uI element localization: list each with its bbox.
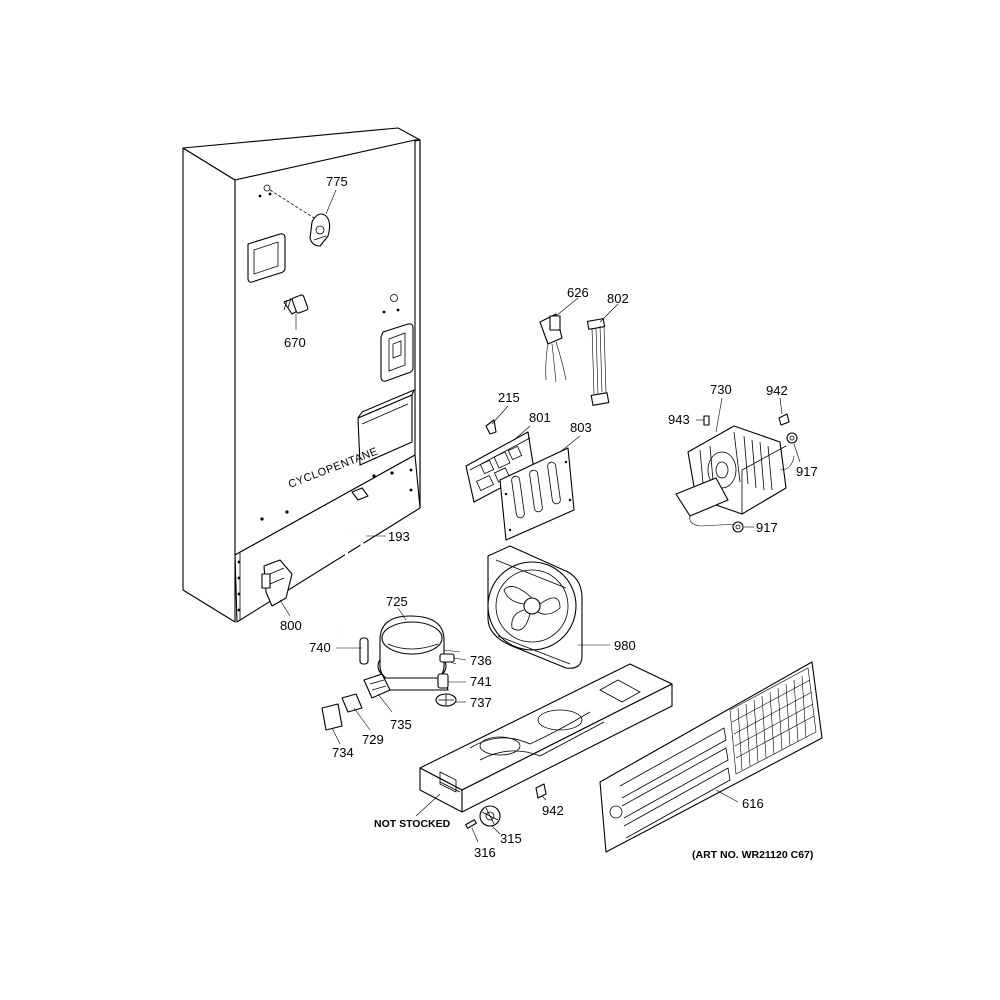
cabinet-back-panel: CYCLOPENTANE [182, 127, 421, 623]
note-art-number: (ART NO. WR21120 C67) [692, 849, 813, 861]
label-775: 775 [326, 174, 348, 189]
leader-lines [279, 189, 801, 843]
label-803: 803 [570, 420, 592, 435]
callout-labels: 775 670 193 800 626 802 215 801 803 730 … [280, 174, 818, 861]
part-800-bracket [261, 559, 293, 607]
part-775-valve [309, 213, 331, 247]
part-626-harness [539, 313, 567, 383]
label-917b: 917 [756, 520, 778, 535]
part-736-grommet [439, 653, 455, 663]
part-803-cover [499, 447, 575, 541]
label-729: 729 [362, 732, 384, 747]
part-740-tube [339, 631, 369, 665]
label-741: 741 [470, 674, 492, 689]
part-215-screw [485, 419, 497, 435]
part-802-harness [586, 318, 610, 406]
part-730-condenser [675, 425, 795, 527]
part-base-pan [419, 663, 673, 813]
label-670: 670 [284, 335, 306, 350]
part-315-wheel [479, 805, 501, 827]
part-725-compressor [375, 615, 461, 691]
part-737-foot [435, 693, 457, 707]
label-215: 215 [498, 390, 520, 405]
label-626: 626 [567, 285, 589, 300]
label-802: 802 [607, 291, 629, 306]
part-616-grille [599, 661, 823, 853]
part-741-sleeve [437, 673, 449, 689]
label-801: 801 [529, 410, 551, 425]
part-735-relay [363, 673, 391, 699]
label-740: 740 [309, 640, 331, 655]
part-917-grommet-a [786, 432, 798, 444]
label-737: 737 [470, 695, 492, 710]
part-193-hose [344, 508, 364, 564]
part-917-grommet-b [732, 521, 744, 533]
label-917a: 917 [796, 464, 818, 479]
label-193: 193 [388, 529, 410, 544]
part-729-cover [341, 693, 363, 713]
label-800: 800 [280, 618, 302, 633]
label-730: 730 [710, 382, 732, 397]
label-942a: 942 [766, 383, 788, 398]
part-734-cover [321, 703, 343, 731]
label-942b: 942 [542, 803, 564, 818]
part-670-fitting [283, 294, 309, 315]
label-736: 736 [470, 653, 492, 668]
note-not-stocked: NOT STOCKED [374, 818, 451, 830]
part-943-screw [703, 415, 710, 426]
label-735: 735 [390, 717, 412, 732]
part-942-screw-b [535, 783, 547, 799]
part-316-pin [465, 819, 477, 829]
label-943: 943 [668, 412, 690, 427]
label-980: 980 [614, 638, 636, 653]
part-980-fan-shroud [487, 545, 583, 669]
part-942-screw-a [778, 413, 790, 426]
label-734: 734 [332, 745, 354, 760]
label-725: 725 [386, 594, 408, 609]
label-616: 616 [742, 796, 764, 811]
label-315: 315 [500, 831, 522, 846]
label-316: 316 [474, 845, 496, 860]
